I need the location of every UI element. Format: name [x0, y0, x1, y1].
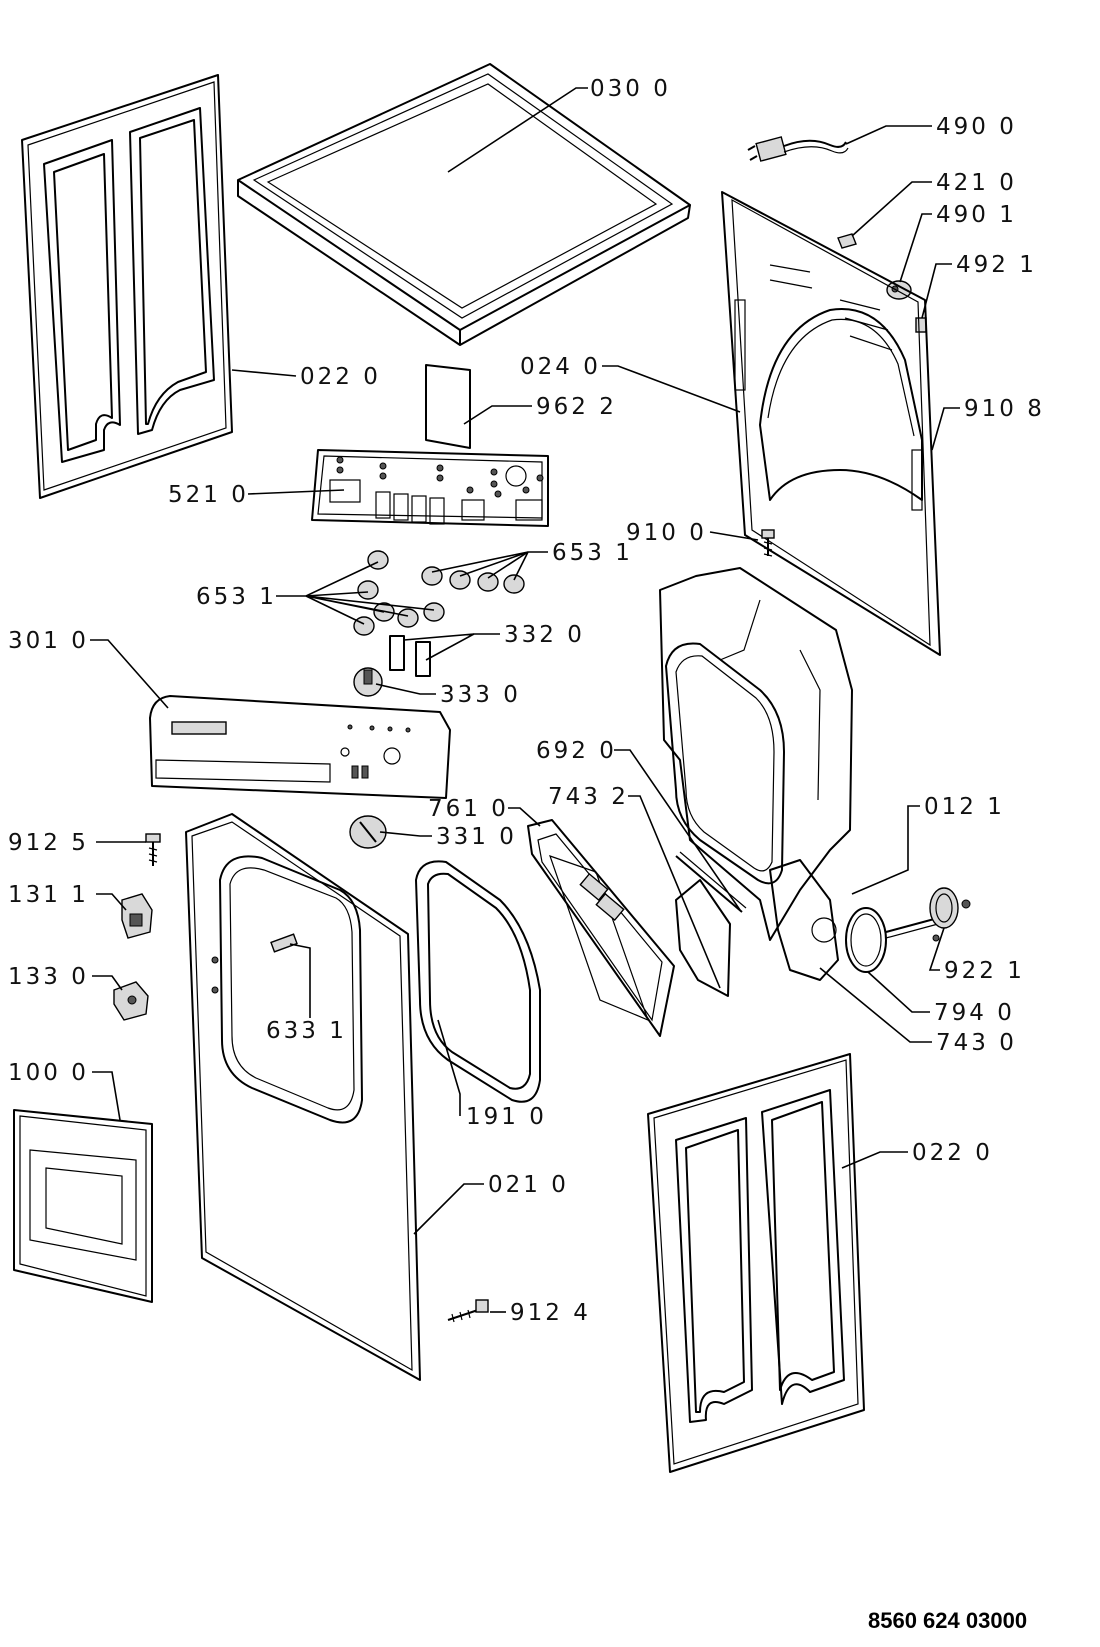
- label-653-1-left: 653 1: [196, 584, 277, 610]
- side-panel-left: [21, 74, 233, 499]
- label-100-0: 100 0: [8, 1060, 89, 1086]
- label-633-1: 633 1: [266, 1018, 347, 1044]
- knob-caps-left: [353, 550, 445, 636]
- power-cord: [747, 136, 849, 162]
- label-421-0: 421 0: [936, 170, 1017, 196]
- label-024-0: 024 0: [520, 354, 601, 380]
- label-333-0: 333 0: [440, 682, 521, 708]
- dispenser-drawer: [13, 1109, 153, 1303]
- screw-910-0: [761, 529, 775, 557]
- label-492-1: 492 1: [956, 252, 1037, 278]
- label-912-5: 912 5: [8, 830, 89, 856]
- light-guides: [389, 635, 431, 677]
- label-030-0: 030 0: [590, 76, 671, 102]
- door-gasket: [415, 860, 541, 1103]
- side-panel-right: [647, 1053, 865, 1473]
- label-022-0-bottom: 022 0: [912, 1140, 993, 1166]
- label-910-8: 910 8: [964, 396, 1045, 422]
- label-761-0: 761 0: [428, 796, 509, 822]
- label-131-1: 131 1: [8, 882, 89, 908]
- label-521-0: 521 0: [168, 482, 249, 508]
- label-922-1: 922 1: [944, 958, 1025, 984]
- label-910-0: 910 0: [626, 520, 707, 546]
- switch-131-1: [121, 893, 153, 939]
- label-743-2: 743 2: [548, 784, 629, 810]
- knob-333-0: [353, 667, 383, 697]
- label-012-1: 012 1: [924, 794, 1005, 820]
- label-490-0: 490 0: [936, 114, 1017, 140]
- rear-panel: [721, 191, 941, 656]
- door-lock-133-0: [113, 981, 149, 1021]
- document-number: 8560 624 03000: [868, 1608, 1027, 1633]
- switch-421: [837, 233, 857, 249]
- label-743-0: 743 0: [936, 1030, 1017, 1056]
- label-653-1-right: 653 1: [552, 540, 633, 566]
- label-692-0: 692 0: [536, 738, 617, 764]
- control-panel-fascia: [149, 695, 451, 799]
- label-332-0: 332 0: [504, 622, 585, 648]
- control-board: [311, 449, 549, 527]
- label-962-2: 962 2: [536, 394, 617, 420]
- front-panel: [185, 813, 421, 1381]
- label-022-0-top: 022 0: [300, 364, 381, 390]
- part-labels: 030 0 490 0 421 0 490 1 492 1 022 0 024 …: [8, 76, 1045, 1326]
- screw-912-5: [145, 833, 161, 866]
- label-sheet: [425, 364, 471, 449]
- label-021-0: 021 0: [488, 1172, 569, 1198]
- drum-housing: [659, 567, 853, 981]
- gasket-strip: [675, 851, 747, 913]
- label-133-0: 133 0: [8, 964, 89, 990]
- top-lid: [237, 63, 691, 346]
- label-301-0: 301 0: [8, 628, 89, 654]
- bearing-assembly: [845, 887, 971, 973]
- lint-filter: [527, 819, 675, 1037]
- label-912-4: 912 4: [510, 1300, 591, 1326]
- clip-492-1: [915, 317, 927, 333]
- insulation-sheet-743-2: [675, 879, 731, 997]
- label-794-0: 794 0: [934, 1000, 1015, 1026]
- screw-912-4: [447, 1299, 489, 1323]
- label-490-1: 490 1: [936, 202, 1017, 228]
- label-191-0: 191 0: [466, 1104, 547, 1130]
- leader-lines: [90, 87, 960, 1313]
- label-331-0: 331 0: [436, 824, 517, 850]
